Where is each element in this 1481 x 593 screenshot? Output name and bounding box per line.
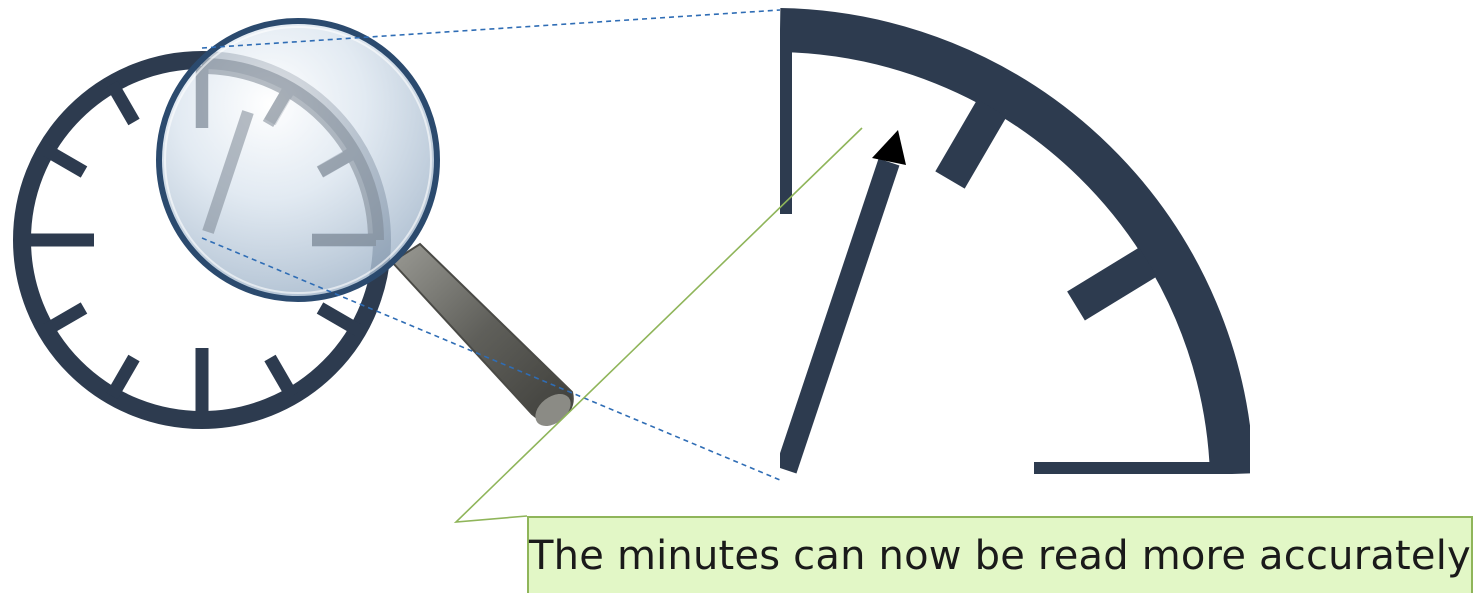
zoomed-clock-detail — [780, 8, 1250, 478]
magnifying-glass-icon — [159, 21, 577, 433]
callout-box: The minutes can now be read more accurat… — [527, 516, 1473, 593]
magnifier-handle — [392, 244, 577, 433]
callout-text: The minutes can now be read more accurat… — [529, 533, 1471, 579]
